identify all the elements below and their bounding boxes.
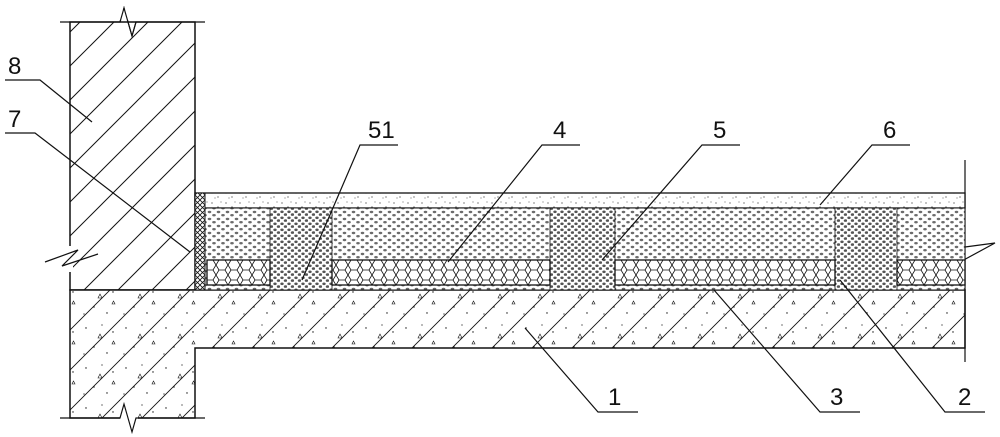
wall [44, 5, 205, 291]
leader-lines [5, 79, 985, 413]
label-8: 8 [8, 53, 21, 80]
label-6: 6 [883, 117, 896, 144]
label-7: 7 [8, 106, 21, 133]
label-1: 1 [608, 384, 621, 411]
filled-channels [269, 207, 898, 291]
label-3: 3 [830, 384, 843, 411]
label-2: 2 [958, 384, 971, 411]
top-screed-layer [194, 192, 966, 209]
label-5: 5 [713, 117, 726, 144]
edge-insulation-strip [194, 192, 206, 291]
label-4: 4 [553, 117, 566, 144]
label-51: 51 [368, 117, 395, 144]
hex-pipe-layer [206, 259, 966, 286]
callout-labels: 8 7 51 4 5 6 1 3 2 [8, 53, 971, 411]
